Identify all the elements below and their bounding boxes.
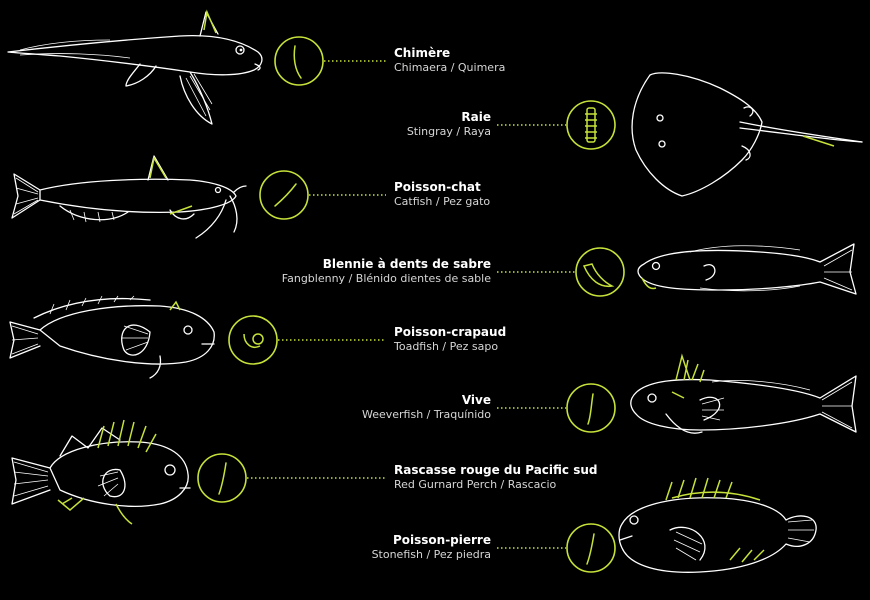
weeverfish-venom-marker: [497, 383, 616, 433]
species-label-fangblenny: Blennie à dents de sabre Fangblenny / Bl…: [282, 257, 491, 286]
chimaera-drawing: [7, 9, 263, 125]
species-title: Vive: [461, 393, 491, 407]
weeverfish-drawing: [630, 353, 857, 434]
species-label-catfish: Poisson-chat Catfish / Pez gato: [394, 180, 490, 209]
stingray-drawing: [631, 72, 863, 197]
species-subtitle: Toadfish / Pez sapo: [394, 340, 499, 353]
species-subtitle: Stingray / Raya: [406, 125, 491, 138]
species-subtitle: Stonefish / Pez piedra: [371, 548, 491, 561]
species-title: Raie: [461, 110, 491, 124]
stonefish-venom-marker: [497, 523, 616, 573]
species-label-toadfish: Poisson-crapaud Toadfish / Pez sapo: [394, 325, 506, 354]
species-title: Chimère: [394, 46, 451, 60]
catfish-venom-marker: [259, 170, 386, 220]
species-label-chimaera: Chimère Chimaera / Quimera: [394, 46, 505, 75]
species-label-gurnard-perch: Rascasse rouge du Pacific sud Red Gurnar…: [394, 463, 597, 492]
fangblenny-drawing: [637, 243, 857, 295]
species-title: Poisson-chat: [394, 180, 481, 194]
species-subtitle: Weeverfish / Traquínido: [361, 408, 491, 421]
toadfish-drawing: [9, 295, 215, 379]
species-label-stonefish: Poisson-pierre Stonefish / Pez piedra: [372, 533, 491, 562]
species-title: Blennie à dents de sabre: [322, 257, 491, 271]
chimaera-venom-marker: [274, 36, 386, 86]
species-subtitle: Chimaera / Quimera: [394, 61, 506, 74]
species-title: Poisson-pierre: [392, 533, 491, 547]
fangblenny-venom-marker: [497, 247, 625, 297]
toadfish-venom-marker: [228, 315, 386, 365]
species-subtitle: Red Gurnard Perch / Rascacio: [394, 478, 557, 491]
gurnard-perch-venom-marker: [197, 453, 386, 503]
stonefish-drawing: [618, 477, 817, 573]
species-subtitle: Fangblenny / Blénido dientes de sable: [281, 272, 491, 285]
catfish-drawing: [11, 155, 247, 239]
species-title: Poisson-crapaud: [394, 325, 507, 339]
species-label-stingray: Raie Stingray / Raya: [407, 110, 491, 139]
species-title: Rascasse rouge du Pacific sud: [394, 463, 598, 477]
species-subtitle: Catfish / Pez gato: [394, 195, 491, 208]
gurnard-perch-drawing: [11, 419, 191, 525]
species-label-weeverfish: Vive Weeverfish / Traquínido: [362, 393, 491, 422]
stingray-venom-marker: [497, 100, 616, 150]
